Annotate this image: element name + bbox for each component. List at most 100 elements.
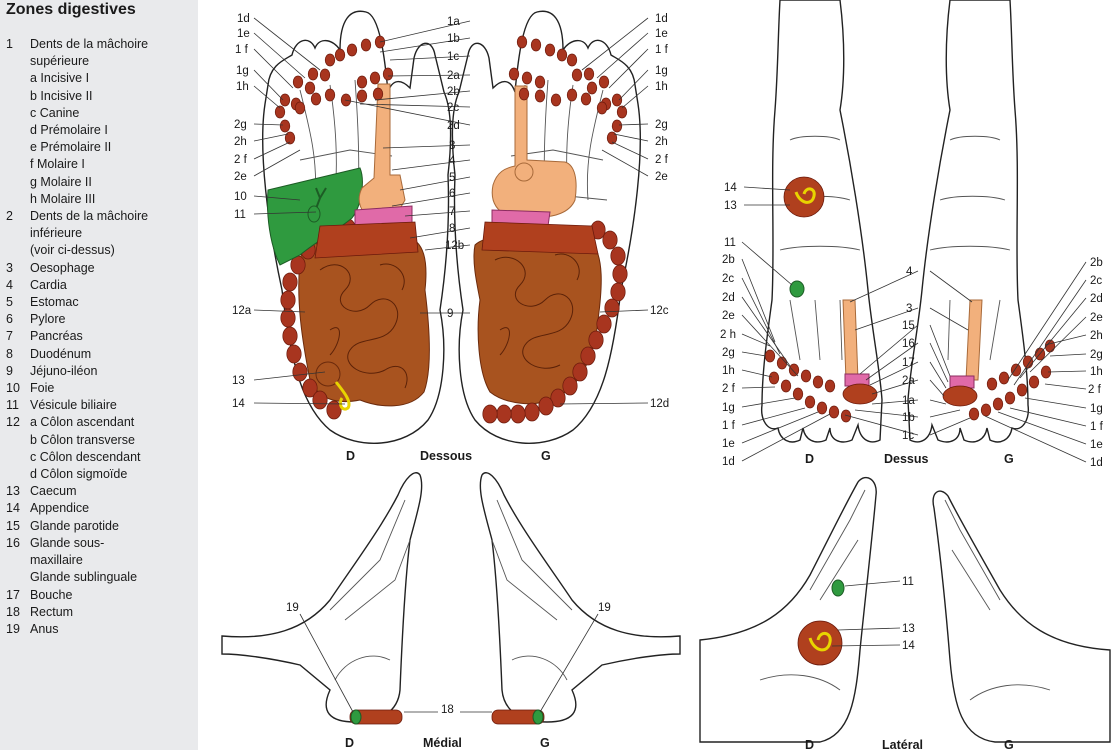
colon-bead: [292, 362, 308, 382]
sole-label: 2a: [447, 70, 460, 82]
dorsal-label: 2c: [722, 273, 734, 285]
legend-item-number: 11: [6, 398, 19, 413]
dorsal-label: 11: [724, 237, 736, 249]
legend-item-text: Dents de la mâchoire inférieure (voir ci…: [30, 209, 149, 258]
tooth-dot: [292, 75, 304, 89]
medial-rectum-right: [349, 709, 403, 725]
tooth-dot: [356, 75, 368, 89]
tooth-dot: [840, 409, 852, 423]
tooth-dot: [586, 81, 598, 95]
colon-bead: [610, 246, 626, 266]
legend-item-number: 7: [6, 329, 13, 344]
dorsal-label: 1h: [722, 365, 735, 377]
sole-label: 2d: [447, 120, 460, 132]
tooth-dot: [360, 38, 372, 52]
medial-view-caption: Médial: [423, 736, 462, 750]
legend-item-number: 3: [6, 260, 13, 275]
sole-label: 1c: [447, 51, 459, 63]
dorsal-label: 1 f: [722, 420, 736, 432]
sole-labels: 1d 1e 1 f 1g 1h 2g 2h 2 f 2e 10 11 12a 1…: [232, 13, 669, 463]
legend-item-number: 13: [6, 484, 20, 499]
dorsal-view-caption: Dessus: [884, 452, 929, 466]
sole-label: 10: [234, 191, 247, 203]
colon-bead: [596, 314, 612, 334]
legend-item-number: 2: [6, 209, 13, 224]
tooth-dot: [998, 371, 1010, 385]
sole-label: 1g: [236, 65, 249, 77]
legend-item-text: Glande sous- maxillaire Glande sublingua…: [30, 535, 138, 585]
colon-bead: [302, 378, 318, 398]
sole-label: 3: [449, 140, 455, 152]
dorsal-label: 1e: [722, 438, 735, 450]
sole-label: 11: [234, 209, 246, 221]
colon-bead: [588, 330, 604, 350]
dorsal-label: 2g: [722, 347, 735, 359]
sole-label: 1d: [237, 13, 250, 25]
tooth-dot: [800, 369, 812, 383]
colon-bead: [510, 404, 526, 424]
sole-label: 2 f: [234, 154, 248, 166]
sole-label: 2c: [447, 102, 459, 114]
dorsal-label: 1e: [1090, 439, 1103, 451]
medial-right-caption: D: [345, 736, 354, 750]
tooth-dot: [580, 92, 592, 106]
teeth-dots-dorsal: [764, 339, 1056, 423]
dorsal-label: 2e: [722, 310, 735, 322]
colon-bead: [550, 388, 566, 408]
legend-item-number: 6: [6, 312, 13, 327]
dorsal-left-caption: G: [1004, 452, 1014, 466]
legend-title: Zones digestives: [6, 1, 136, 18]
tooth-dot: [534, 89, 546, 103]
sole-label: 13: [232, 375, 245, 387]
sole-label: 2g: [234, 119, 247, 131]
legend-item-text: Duodénum: [30, 346, 92, 361]
dorsal-mouth-right: [842, 383, 878, 405]
legend-item-number: 18: [6, 604, 20, 619]
dorsal-label: 1d: [722, 456, 735, 468]
tooth-dot: [824, 379, 836, 393]
dorsal-left-foot: [907, 0, 1029, 443]
tooth-dot: [508, 67, 520, 81]
colon-bead: [538, 396, 554, 416]
legend-item-text: Caecum: [30, 484, 77, 499]
sole-label: 2g: [655, 119, 668, 131]
sole-label: 12d: [650, 398, 669, 410]
sole-label: 12a: [232, 305, 252, 317]
sole-label: 1b: [447, 33, 460, 45]
tooth-dot: [382, 67, 394, 81]
legend-item-text: Jéjuno-iléon: [30, 363, 98, 378]
dorsal-mouth-left: [942, 385, 978, 407]
lateral-labels: 11 13 14 D Latéral G: [805, 576, 1014, 750]
sole-label: 1h: [655, 81, 668, 93]
tooth-dot: [804, 395, 816, 409]
lateral-label: 14: [902, 640, 915, 652]
dorsal-label: 17: [902, 357, 915, 369]
colon-bead: [286, 344, 302, 364]
tooth-dot: [780, 379, 792, 393]
tooth-dot: [279, 119, 291, 133]
dorsal-label: 1g: [1090, 403, 1103, 415]
tooth-dot: [369, 71, 381, 85]
sole-label: 1e: [655, 28, 668, 40]
tooth-dot: [518, 87, 530, 101]
tooth-dot: [1010, 363, 1022, 377]
tooth-dot: [556, 48, 568, 62]
sole-label: 12c: [650, 305, 669, 317]
colon-bead: [326, 400, 342, 420]
dorsal-label: 1d: [1090, 457, 1103, 469]
tooth-dot: [372, 87, 384, 101]
legend-item-text: Bouche: [30, 587, 73, 602]
dorsal-label: 2 f: [1088, 384, 1102, 396]
sole-label: 5: [449, 172, 455, 184]
legend-item-number: 16: [6, 535, 20, 550]
dorsal-gallbladder-zone: [789, 280, 805, 298]
dorsal-right-caption: D: [805, 452, 814, 466]
sole-right-caption: D: [346, 449, 355, 463]
tooth-dot: [324, 53, 336, 67]
dorsal-label: 14: [724, 182, 737, 194]
medial-anus-right: [350, 709, 362, 725]
